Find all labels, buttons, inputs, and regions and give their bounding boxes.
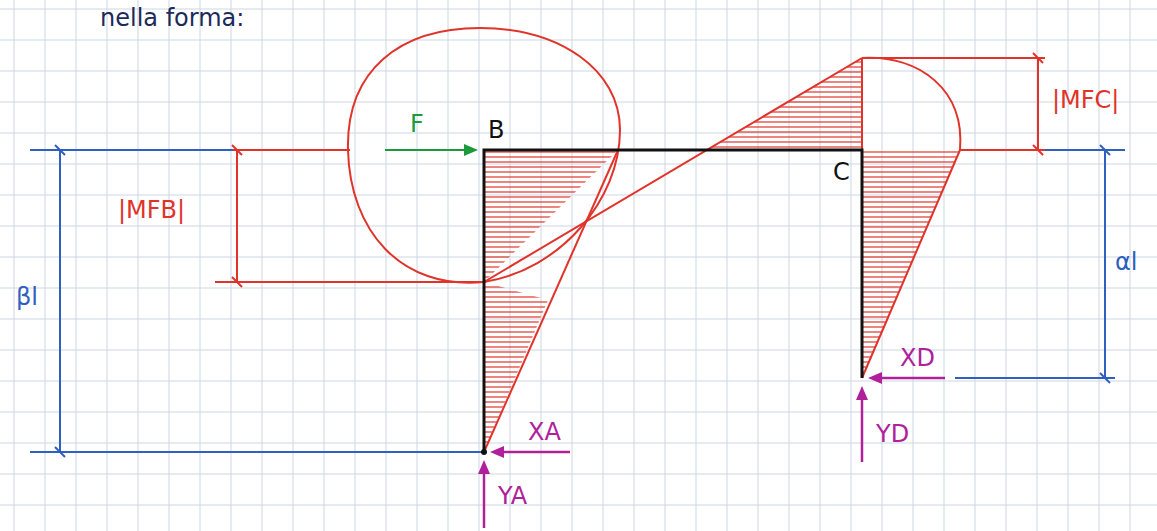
reaction-label: YA	[498, 484, 527, 508]
reaction-label: XD	[900, 346, 935, 370]
dimension-label: αl	[1115, 250, 1138, 274]
node-label: B	[488, 118, 504, 142]
moment-label: |MFB|	[118, 198, 185, 222]
frame	[484, 150, 862, 452]
moment-area	[618, 58, 862, 150]
node-label: C	[833, 160, 850, 184]
reaction-arrows	[478, 372, 945, 528]
dimension-lines	[30, 145, 1125, 457]
reaction-label: XA	[528, 420, 561, 444]
moment-area	[862, 150, 960, 378]
force-arrow	[385, 144, 478, 156]
dimension-label: βl	[16, 285, 38, 309]
note-text: nella forma:	[100, 6, 244, 30]
moment-diagram	[215, 28, 1045, 452]
moment-label: |MFC|	[1052, 88, 1119, 112]
support-point	[481, 449, 487, 455]
moment-area	[484, 150, 618, 282]
force-label: F	[410, 112, 424, 136]
reaction-label: YD	[876, 422, 909, 446]
